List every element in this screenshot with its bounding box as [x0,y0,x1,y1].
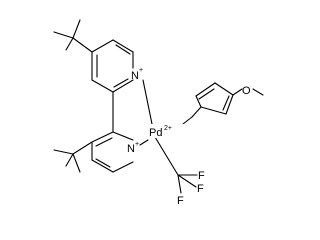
lower-tert-butyl-group [53,141,93,173]
upper-tert-butyl-group [53,19,93,53]
atom-n-lower: N + [127,141,139,155]
atom-palladium: Pd 2+ [148,124,186,139]
svg-text:N: N [131,70,139,82]
upper-n-pd-bond [142,79,153,125]
svg-text:+: + [139,67,143,74]
svg-text:Pd: Pd [149,127,162,139]
lower-pyridine-ring [91,131,134,173]
atom-fluorine-3: F [177,195,184,207]
atom-n-upper: N + [131,67,143,82]
atom-oxygen: O [242,85,251,97]
svg-text:+: + [135,141,139,148]
methoxyphenyl-group [182,82,264,125]
svg-text:N: N [127,143,135,155]
upper-pyridine-ring [91,39,134,93]
atom-fluorine-1: F [198,170,205,182]
atom-fluorine-2: F [197,183,204,195]
lower-n-pd-bond [139,139,149,146]
svg-text:2+: 2+ [164,125,172,132]
trifluoromethyl-group [154,136,198,194]
chemical-structure: N + N + Pd 2+ O F F F [53,19,264,207]
